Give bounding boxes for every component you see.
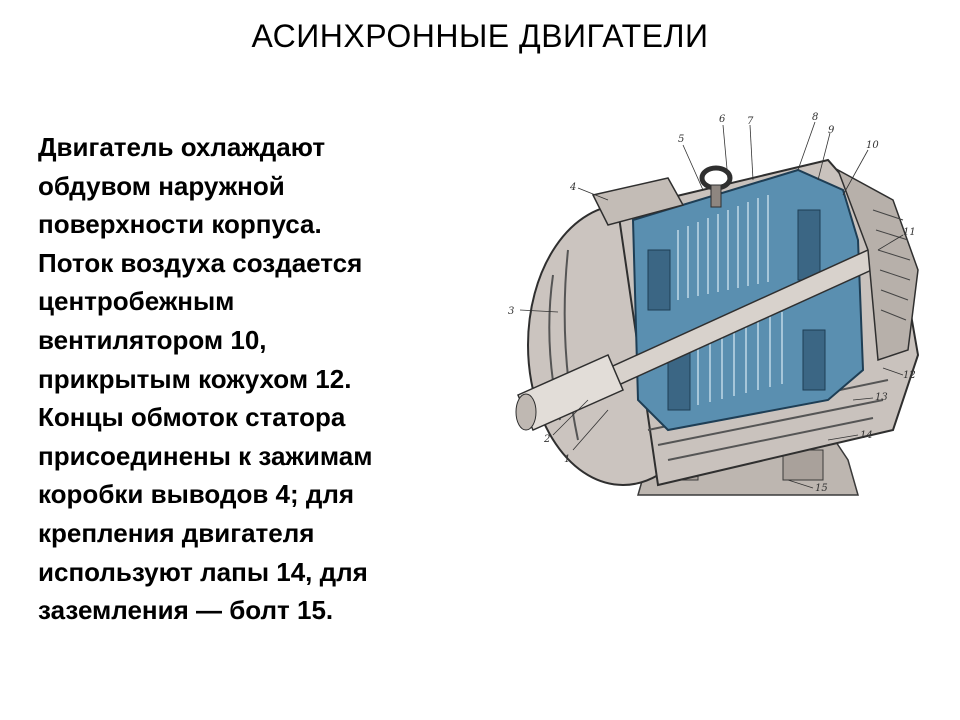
callout-lines [519,121,904,489]
callout-8: 8 [812,112,818,123]
body-text: Двигатель охлаждают обдувом наружной пов… [38,128,508,630]
callout-10: 10 [866,140,879,151]
text-line: Двигатель охлаждают [38,132,326,162]
callout-1: 1 [564,454,570,465]
callout-3: 3 [508,306,514,317]
callout-7: 7 [747,116,754,127]
callout-13: 13 [875,392,888,403]
text-line: прикрытым кожухом 12. [38,363,352,394]
callout-6: 6 [719,114,726,125]
fan-cover [836,168,919,362]
text-line: Поток воздуха создается [38,247,363,278]
terminal-box [591,177,685,226]
motor-cutaway-illustration: 1 2 3 4 5 6 7 8 9 10 11 12 13 14 15 [508,112,920,496]
text-line: коробки выводов 4; для [38,479,355,510]
text-line: центробежным [38,286,235,317]
callout-12: 12 [903,370,916,381]
text-line: Концы обмоток статора [38,402,346,433]
text-line: заземления — болт 15. [38,595,334,626]
callout-5: 5 [678,134,684,145]
text-line: крепления двигателя [38,517,315,548]
callout-2: 2 [543,434,550,445]
slide-title: АСИНХРОННЫЕ ДВИГАТЕЛИ [251,18,709,54]
text-line: вентилятором 10, [38,324,267,355]
text-line: поверхности корпуса. [38,209,322,240]
callout-15: 15 [815,483,828,494]
text-line: используют лапы 14, для [38,556,368,587]
callout-14: 14 [860,430,873,441]
lifting-eye [699,165,733,208]
callout-9: 9 [828,125,835,136]
callout-11: 11 [903,227,916,238]
callout-4: 4 [569,182,576,193]
stator-cutaway [631,168,865,432]
text-line: присоединены к зажимам [38,440,373,471]
text-line: обдувом наружной [38,170,285,201]
